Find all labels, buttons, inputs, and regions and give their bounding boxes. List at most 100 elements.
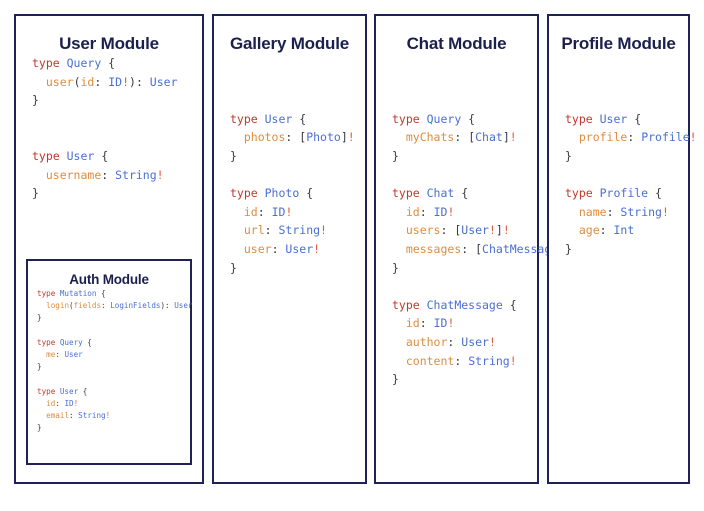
- code-token-type: Mutation: [59, 289, 97, 298]
- code-token-kw: type: [37, 386, 60, 396]
- code-token-punct: [32, 168, 46, 182]
- code-line: [392, 73, 537, 92]
- code-token-punct: [230, 205, 244, 219]
- code-token-punct: }: [230, 148, 237, 163]
- code-token-punct: :: [606, 204, 621, 219]
- code-token-kw: type: [565, 186, 600, 201]
- code-line: type Photo {: [230, 184, 365, 203]
- code-token-punct: [230, 223, 244, 237]
- code-token-bang: !: [689, 130, 697, 145]
- code-token-field: author: [405, 334, 448, 349]
- code-token-punct: [392, 242, 406, 256]
- code-token-punct: :: [55, 350, 65, 360]
- code-token-field: id: [46, 398, 56, 408]
- code-token-field: name: [578, 204, 607, 219]
- code-token-punct: :: [627, 130, 642, 145]
- code-token-bang: !: [447, 316, 455, 331]
- code-token-punct: [32, 75, 46, 89]
- code-token-type: Profile: [599, 186, 649, 201]
- code-token-field: age: [578, 223, 600, 238]
- module-card-chat[interactable]: Chat Module type Query { myChats: [Chat]…: [374, 14, 572, 484]
- module-card-auth[interactable]: Auth Module type Mutation { login(fields…: [26, 259, 193, 465]
- code-token-punct: [392, 354, 406, 368]
- schema-code-gallery: type User { photos: [Photo]!} type Photo…: [214, 54, 365, 277]
- code-line: }: [32, 91, 202, 110]
- code-line: [565, 91, 688, 110]
- code-token-type: String: [468, 353, 510, 368]
- module-title-chat: Chat Module: [406, 34, 507, 53]
- code-line: id: ID!: [230, 203, 365, 222]
- code-line: author: User!: [392, 333, 537, 352]
- code-token-punct: {: [299, 186, 314, 201]
- code-token-field: id: [405, 204, 420, 219]
- code-line: type Query {: [392, 110, 537, 129]
- code-token-type: Chat: [475, 130, 503, 145]
- code-token-punct: :: [461, 241, 476, 256]
- code-line: type Chat {: [392, 184, 537, 203]
- code-token-bang: !: [122, 74, 130, 89]
- code-token-type: LoginFields: [110, 301, 161, 311]
- schema-code-profile: type User { profile: Profile!} type Prof…: [549, 54, 697, 259]
- code-token-field: id: [405, 316, 420, 331]
- code-token-punct: [392, 316, 406, 330]
- code-token-punct: }: [37, 423, 42, 433]
- code-token-bang: !: [320, 223, 327, 238]
- code-token-bang: !: [73, 398, 79, 408]
- code-token-type: Int: [613, 223, 635, 238]
- code-line: profile: Profile!: [565, 128, 697, 147]
- code-token-type: ID: [64, 398, 74, 408]
- code-token-punct: :: [264, 223, 279, 238]
- code-token-punct: {: [101, 56, 116, 70]
- code-token-kw: type: [37, 337, 60, 347]
- code-line: [37, 373, 190, 385]
- code-line: [230, 91, 365, 110]
- code-token-type: Chat: [426, 186, 455, 201]
- code-line: [230, 54, 365, 73]
- code-token-brk: [: [454, 223, 462, 238]
- code-token-type: User: [59, 386, 79, 396]
- code-token-punct: :: [419, 316, 434, 331]
- code-line: type Profile {: [565, 184, 688, 203]
- code-line: type User {: [32, 147, 202, 166]
- code-line: [392, 277, 537, 296]
- code-token-punct: :: [447, 334, 462, 349]
- code-token-punct: (: [73, 74, 81, 89]
- code-token-punct: [392, 205, 406, 219]
- code-line: [37, 325, 190, 337]
- code-token-bang: !: [509, 353, 517, 368]
- code-line: }: [392, 370, 537, 389]
- code-token-field: profile: [578, 130, 628, 145]
- code-token-bang: !: [447, 204, 455, 219]
- code-line: }: [37, 422, 190, 434]
- code-line: type User {: [230, 110, 365, 129]
- code-token-field: url: [243, 223, 265, 238]
- code-token-type: User: [64, 350, 83, 360]
- code-token-field: id: [243, 204, 258, 219]
- module-card-user[interactable]: User Module type Query { user(id: ID!): …: [14, 14, 204, 484]
- code-token-type: User: [66, 148, 95, 163]
- module-card-profile[interactable]: Profile Module type User { profile: Prof…: [547, 14, 697, 484]
- code-line: [230, 73, 365, 92]
- code-token-kw: type: [230, 111, 265, 126]
- code-token-type: ChatMessage: [426, 297, 503, 312]
- code-token-punct: [37, 399, 46, 408]
- code-token-punct: [37, 301, 46, 310]
- code-token-brk: ]: [340, 130, 348, 145]
- code-token-field: photos: [243, 130, 286, 145]
- code-token-bang: !: [509, 130, 517, 145]
- code-token-punct: ):: [129, 74, 150, 89]
- code-token-brk: [: [475, 241, 483, 256]
- code-line: id: ID!: [37, 398, 190, 410]
- code-line: id: ID!: [392, 314, 537, 333]
- code-line: messages: [ChatMessage]!: [392, 240, 572, 259]
- module-title-user: User Module: [59, 34, 159, 53]
- code-line: name: String!: [565, 203, 688, 222]
- code-token-type: String: [620, 204, 662, 219]
- code-line: [392, 166, 537, 185]
- code-token-brk: [: [299, 130, 307, 145]
- code-line: }: [230, 259, 365, 278]
- module-card-gallery[interactable]: Gallery Module type User { photos: [Phot…: [212, 14, 367, 484]
- code-token-punct: (: [69, 301, 74, 311]
- code-token-type: ID: [271, 204, 286, 219]
- code-token-punct: :: [454, 353, 469, 368]
